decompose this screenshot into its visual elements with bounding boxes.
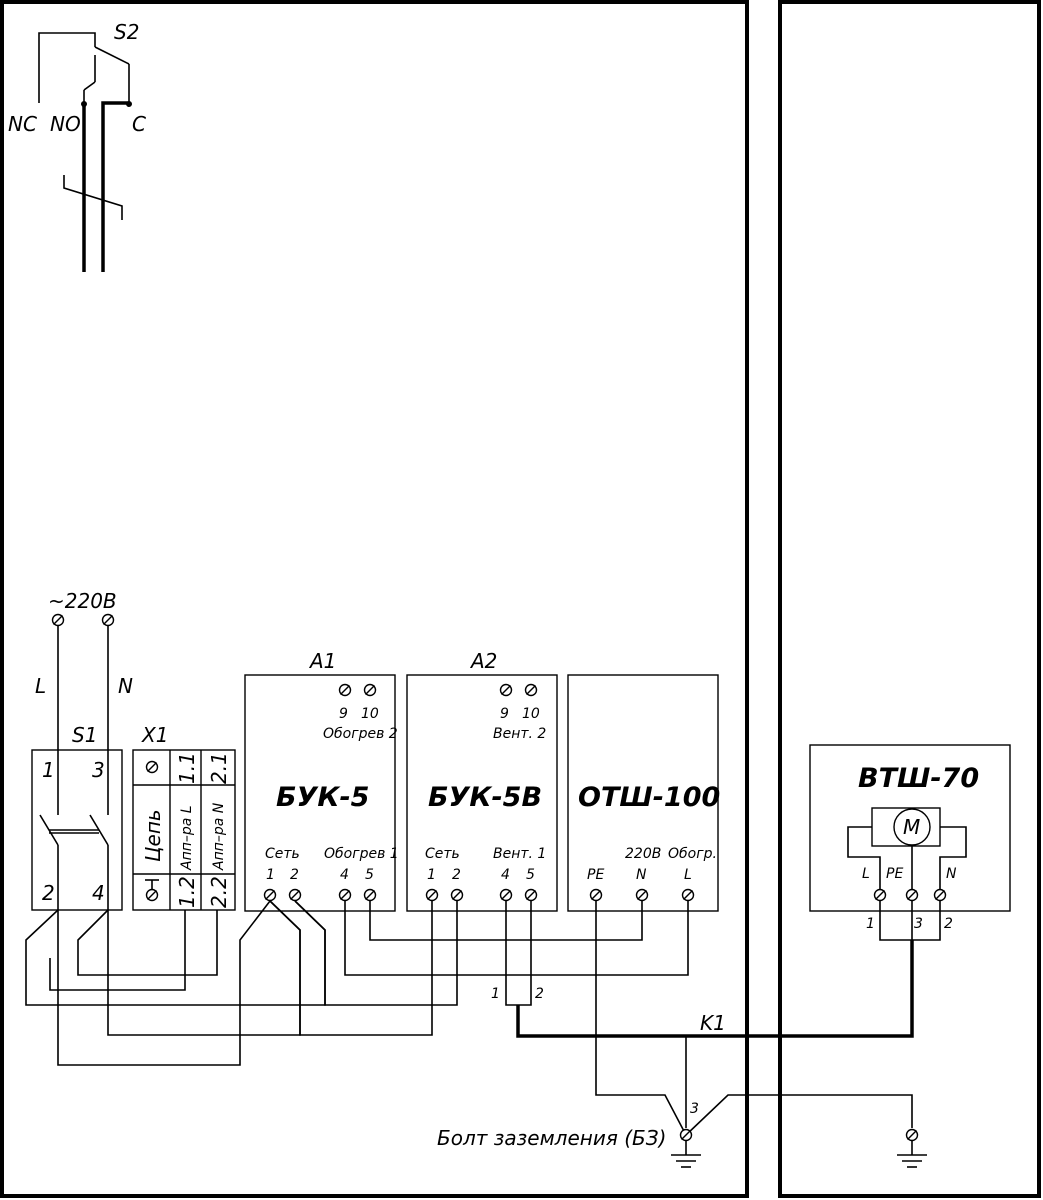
s2-label: S2	[114, 20, 139, 44]
k1-t2: 2	[535, 986, 544, 1002]
ground-bolt-label: Болт заземления (БЗ)	[437, 1126, 666, 1150]
switch-s2: S2 NC NO C	[8, 20, 146, 272]
s2-no-label: NO	[50, 112, 81, 136]
module-vtsh: ВТШ-70 M L PE N 1 3 2	[809, 744, 1011, 932]
supply-l-terminal	[51, 613, 65, 627]
otsh-terminal-l	[681, 888, 695, 902]
supply: ~220В L N	[35, 589, 133, 810]
s2-c-label: C	[132, 112, 146, 136]
k1-label: K1	[700, 1011, 726, 1035]
vtsh-t1: 1	[866, 916, 875, 932]
vtsh-ground-terminal	[905, 1128, 919, 1142]
module-a1: A1 9 10 Обогрев 2 БУК-5 Сеть Обогрев 1 1…	[244, 649, 399, 912]
k1-t3: 3	[690, 1101, 699, 1117]
a2-ref: A2	[469, 649, 497, 673]
a2-terminal-2	[450, 888, 464, 902]
a1-terminal-2	[288, 888, 302, 902]
a1-t10: 10	[361, 706, 379, 722]
ground-symbol-side	[896, 1140, 928, 1168]
otsh-name: ОТШ-100	[578, 782, 720, 813]
a1-terminal-9	[338, 683, 352, 697]
k1-t1: 1	[491, 986, 500, 1002]
a1-ref: A1	[308, 649, 336, 673]
a2-terminal-4	[499, 888, 513, 902]
vtsh-t3: 3	[914, 916, 923, 932]
supply-voltage: ~220В	[48, 589, 117, 613]
vtsh-terminal-pe	[905, 888, 919, 902]
a1-t1: 1	[266, 867, 275, 883]
x1-top-terminal	[145, 760, 159, 774]
vtsh-motor: M	[903, 815, 920, 839]
vtsh-terminal-n	[933, 888, 947, 902]
a2-t9: 9	[500, 706, 509, 722]
otsh-l-top: Обогр.	[668, 846, 717, 862]
module-otsh: ОТШ-100 220В Обогр. PE N L	[567, 674, 720, 912]
s1-label: S1	[72, 723, 97, 747]
a2-right-label: Вент. 1	[493, 846, 546, 862]
vtsh-terminal-l	[873, 888, 887, 902]
terminal-block-x1: X1 Цепь 1.1 Апп–ра L 1.2 2.1 Апп–ра N 2.…	[132, 723, 236, 911]
a1-t4: 4	[340, 867, 349, 883]
a2-terminal-9	[499, 683, 513, 697]
otsh-terminal-pe	[589, 888, 603, 902]
a1-terminal-4	[338, 888, 352, 902]
x1-c22: 2.2	[207, 876, 231, 908]
module-a2: A2 9 10 Вент. 2 БУК-5В Сеть Вент. 1 1 2 …	[406, 649, 558, 912]
vtsh-n-label: N	[946, 866, 957, 882]
s2-nc-label: NC	[8, 112, 37, 136]
a1-t9: 9	[339, 706, 348, 722]
otsh-terminal-n	[635, 888, 649, 902]
a2-top-label: Вент. 2	[493, 726, 546, 742]
a1-t2: 2	[290, 867, 299, 883]
a1-name: БУК-5	[276, 782, 369, 813]
otsh-n-label: N	[636, 867, 647, 883]
x1-cn: Апп–ра N	[211, 802, 227, 871]
vtsh-t2: 2	[944, 916, 953, 932]
ground-bolt-terminal	[679, 1128, 693, 1142]
x1-c21: 2.1	[207, 752, 231, 784]
main-panel	[0, 0, 749, 1198]
supply-n-terminal	[101, 613, 115, 627]
switch-s1: S1 1 3 2 4	[31, 723, 123, 911]
x1-bottom-terminal	[145, 879, 159, 902]
s1-t3: 3	[92, 758, 105, 782]
otsh-pe-label: PE	[587, 867, 604, 883]
a1-terminal-1	[263, 888, 277, 902]
otsh-l-label: L	[684, 867, 692, 883]
vtsh-pe-label: PE	[886, 866, 903, 882]
a2-t1: 1	[427, 867, 436, 883]
s1-t2: 2	[42, 881, 55, 905]
supply-n-label: N	[118, 674, 133, 698]
x1-cl: Апп–ра L	[179, 805, 195, 871]
a2-terminal-10	[524, 683, 538, 697]
a2-t10: 10	[522, 706, 540, 722]
a1-terminal-10	[363, 683, 377, 697]
supply-l-label: L	[35, 674, 46, 698]
x1-label: X1	[141, 723, 168, 747]
a1-t5: 5	[365, 867, 374, 883]
a2-name: БУК-5В	[428, 782, 542, 813]
a1-left-label: Сеть	[265, 846, 300, 862]
a2-t2: 2	[452, 867, 461, 883]
s1-t4: 4	[92, 881, 105, 905]
a2-terminal-5	[524, 888, 538, 902]
otsh-n-top: 220В	[625, 846, 661, 862]
ground-symbol-main	[670, 1140, 702, 1168]
s1-t1: 1	[42, 758, 55, 782]
a1-top-label: Обогрев 2	[323, 726, 398, 742]
x1-col-label: Цепь	[141, 809, 165, 862]
x1-c11: 1.1	[175, 752, 199, 784]
x1-c12: 1.2	[175, 876, 199, 908]
a2-left-label: Сеть	[425, 846, 460, 862]
a1-terminal-5	[363, 888, 377, 902]
a2-t4: 4	[501, 867, 510, 883]
a2-t5: 5	[526, 867, 535, 883]
a1-right-label: Обогрев 1	[324, 846, 399, 862]
side-panel	[778, 0, 1041, 1198]
wires: 1 2 K1 3	[25, 900, 941, 1168]
a2-terminal-1	[425, 888, 439, 902]
vtsh-name: ВТШ-70	[858, 763, 979, 794]
vtsh-l-label: L	[862, 866, 870, 882]
